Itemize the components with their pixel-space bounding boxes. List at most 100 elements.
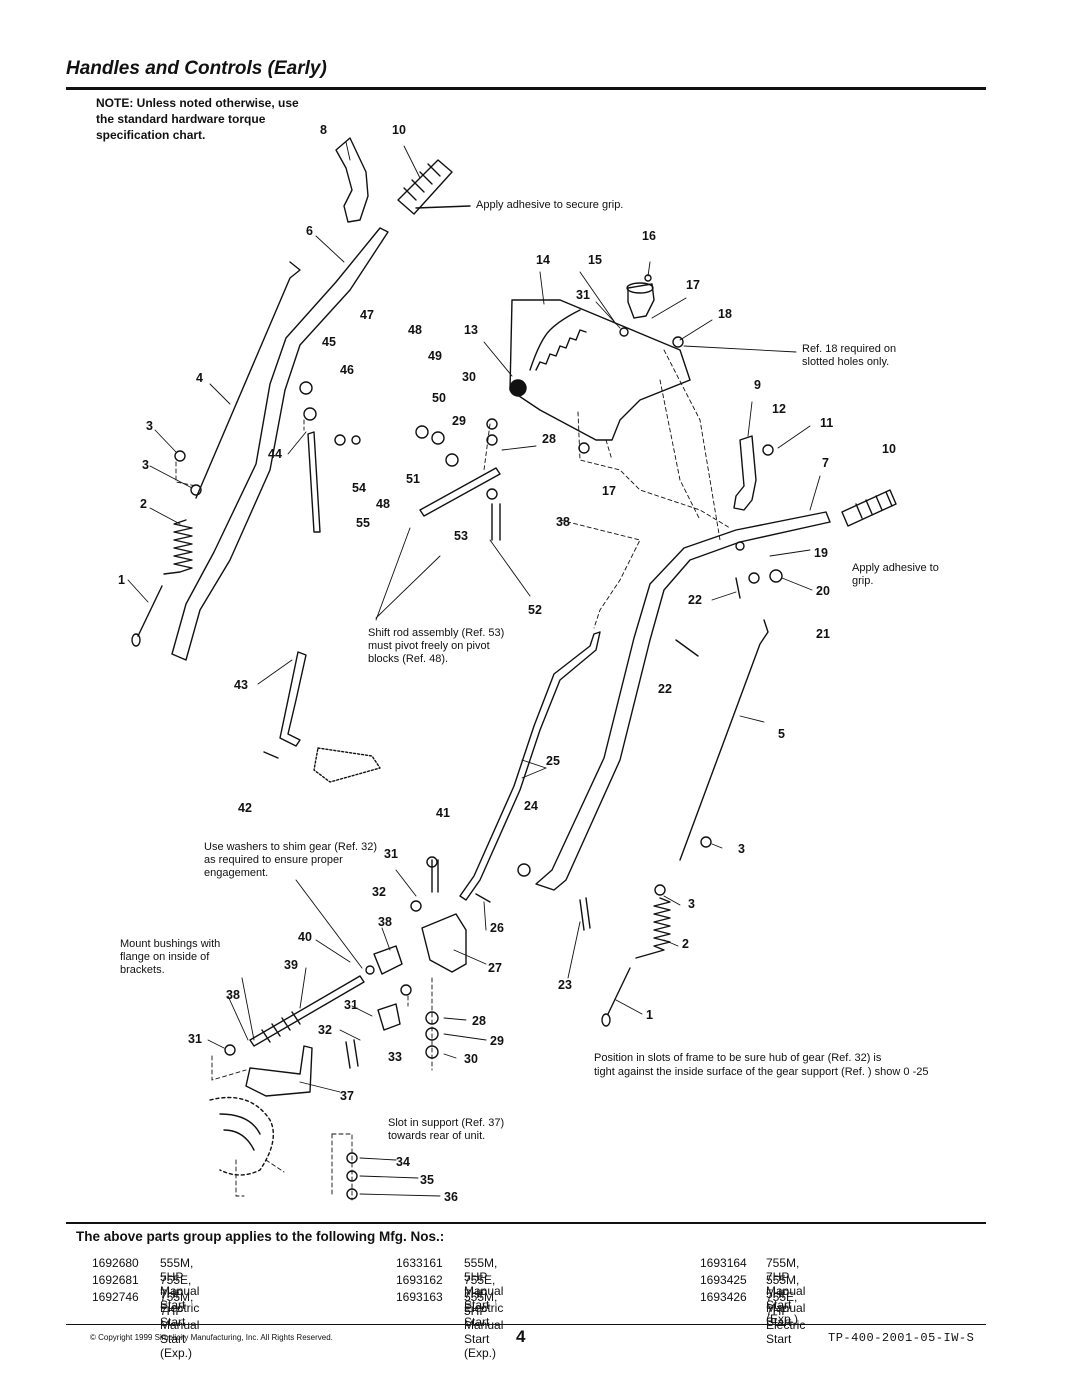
shift-knob <box>627 283 655 319</box>
gear-shaft <box>249 975 365 1047</box>
support-37 <box>245 1045 313 1097</box>
callout-c30a: 30 <box>462 370 476 384</box>
assembly-dashes <box>175 349 731 1201</box>
callout-c24: 24 <box>524 799 538 813</box>
callout-c50: 50 <box>432 391 446 405</box>
mfg-number: 1633161 <box>396 1256 443 1270</box>
gear-support <box>421 913 467 973</box>
mfg-desc: 755M, 7HP Manual Start (Exp.) <box>766 1256 806 1326</box>
callout-c13: 13 <box>464 323 478 337</box>
callout-c18: 18 <box>718 307 732 321</box>
caption-ref18: Ref. 18 required on slotted holes only. <box>802 343 897 368</box>
mfg-desc: 555M, 5HP Manual Start <box>766 1273 806 1329</box>
callout-c40: 40 <box>298 930 312 944</box>
callout-c31b: 31 <box>384 847 398 861</box>
mfg-number: 1693162 <box>396 1273 443 1287</box>
callout-c29b: 29 <box>490 1034 504 1048</box>
left-spring <box>163 519 193 575</box>
callout-c22a: 22 <box>688 593 702 607</box>
gear-32 <box>377 1003 401 1031</box>
callout-c38b: 38 <box>378 915 392 929</box>
callout-c30b: 30 <box>464 1052 478 1066</box>
callout-c51: 51 <box>406 472 420 486</box>
callout-c1b: 1 <box>646 1008 653 1022</box>
mfg-number: 1692681 <box>92 1273 139 1287</box>
callout-c27: 27 <box>488 961 502 975</box>
caption-bushings: Mount bushings with flange on inside of … <box>120 938 221 976</box>
shift-rod-43 <box>279 651 307 747</box>
callout-c49: 49 <box>428 349 442 363</box>
title-rule <box>66 87 986 90</box>
callout-c43: 43 <box>234 678 248 692</box>
long-shift-rod <box>459 631 601 901</box>
mfg-number: 1692680 <box>92 1256 139 1270</box>
callout-c37: 37 <box>340 1089 354 1103</box>
callout-c4: 4 <box>196 371 203 385</box>
callout-c32b: 32 <box>318 1023 332 1037</box>
shift-plate <box>509 299 691 441</box>
mfg-desc: 555M, 5HP Manual Start <box>160 1256 200 1312</box>
leader-lines <box>127 141 821 1197</box>
caption-adhesive-grip: Apply adhesive to secure grip. <box>476 199 624 211</box>
copyright: © Copyright 1999 Simplicity Manufacturin… <box>90 1333 333 1342</box>
callout-c34: 34 <box>396 1155 410 1169</box>
right-handle-tube <box>535 511 831 891</box>
callout-c31c: 31 <box>344 998 358 1012</box>
callout-c29a: 29 <box>452 414 466 428</box>
callout-c28a: 28 <box>542 432 556 446</box>
callout-c25: 25 <box>546 754 560 768</box>
caption-shift-rod: Shift rod assembly (Ref. 53) must pivot … <box>368 627 505 665</box>
callout-c10b: 10 <box>882 442 896 456</box>
callout-c45: 45 <box>322 335 336 349</box>
callout-c7: 7 <box>822 456 829 470</box>
page-number: 4 <box>516 1327 526 1346</box>
mfg-desc: 755E, 7HP Electric Start <box>464 1273 504 1329</box>
callout-c28b: 28 <box>472 1014 486 1028</box>
callout-c39: 39 <box>284 958 298 972</box>
caption-position-hub: Position in slots of frame to be sure hu… <box>594 1052 882 1064</box>
callout-c5: 5 <box>778 727 785 741</box>
callout-c11: 11 <box>820 416 834 430</box>
callout-c16: 16 <box>642 229 656 243</box>
callout-c52: 52 <box>528 603 542 617</box>
callout-c31d: 31 <box>188 1032 202 1046</box>
callout-c20: 20 <box>816 584 830 598</box>
callout-c22b: 22 <box>658 682 672 696</box>
callout-c38c: 38 <box>226 988 240 1002</box>
callout-c2b: 2 <box>682 937 689 951</box>
caption-apply-adhesive: Apply adhesive to grip. <box>852 562 939 587</box>
mfg-number: 1693164 <box>700 1256 747 1270</box>
mfg-desc: 555M, 5HP Manual Start (Exp.) <box>464 1290 504 1360</box>
mfg-desc: 755E, 7HP Electric Start <box>160 1273 200 1329</box>
callout-c33: 33 <box>388 1050 402 1064</box>
callout-c8: 8 <box>320 123 327 137</box>
callout-c54: 54 <box>352 481 366 495</box>
callout-c3b: 3 <box>142 458 149 472</box>
callout-c21: 21 <box>816 627 830 641</box>
callout-c42: 42 <box>238 801 252 815</box>
grip-top <box>397 159 453 215</box>
callout-c2a: 2 <box>140 497 147 511</box>
callout-c31a: 31 <box>576 288 590 302</box>
callout-c19: 19 <box>814 546 828 560</box>
callout-c23: 23 <box>558 978 572 992</box>
callout-c26: 26 <box>490 921 504 935</box>
callout-c15: 15 <box>588 253 602 267</box>
torque-note: NOTE: Unless noted otherwise, use the st… <box>96 96 299 142</box>
right-spring <box>635 897 671 959</box>
caption-washers: Use washers to shim gear (Ref. 32) as re… <box>204 841 378 879</box>
callout-c47: 47 <box>360 308 374 322</box>
caption-position-hub-2: tight against the inside surface of the … <box>594 1066 929 1078</box>
mfg-desc: 555M, 5HP Manual Start <box>464 1256 504 1312</box>
callout-c3a: 3 <box>146 419 153 433</box>
page-title: Handles and Controls (Early) <box>66 58 327 79</box>
mfg-number: 1693426 <box>700 1290 747 1304</box>
callout-c17b: 17 <box>602 484 616 498</box>
callout-c32a: 32 <box>372 885 386 899</box>
callout-c12: 12 <box>772 402 786 416</box>
pinion-gear <box>373 945 403 975</box>
callout-c36: 36 <box>444 1190 458 1204</box>
caption-slot-support: Slot in support (Ref. 37) towards rear o… <box>388 1117 505 1142</box>
callout-c41: 41 <box>436 806 450 820</box>
section-rule <box>66 1222 986 1224</box>
